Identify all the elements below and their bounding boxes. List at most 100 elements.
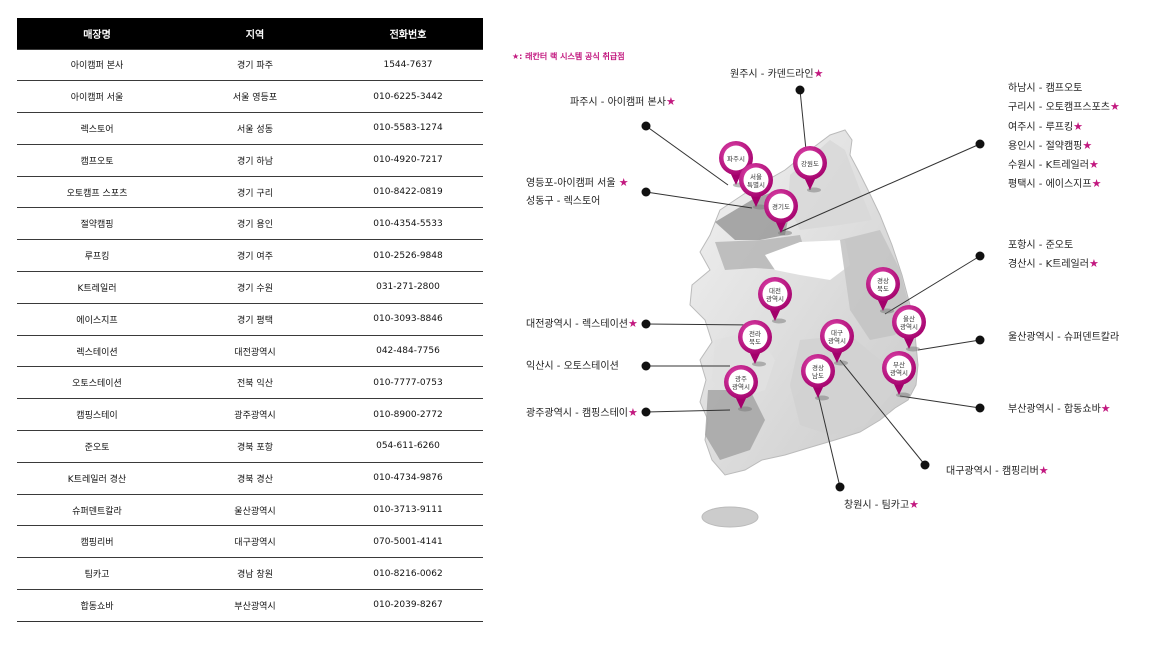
cell-store-name: 캠핑리버 [17,525,177,558]
cell-phone: 070-5001-4141 [333,525,483,558]
leader-lines [645,89,981,488]
star-icon: ★ [1088,257,1099,270]
cell-region: 서울 성동 [177,112,333,145]
map-pin: 경기도 [764,189,798,236]
cell-phone: 010-4354-5533 [333,207,483,240]
pin-label: 북도 [749,338,761,346]
star-icon: ★ [1100,402,1111,415]
star-icon: ★ [1073,119,1084,133]
cell-store-name: 아이캠퍼 서울 [17,80,177,113]
map-pin: 강원도 [793,146,827,193]
cell-phone: 010-4734-9876 [333,461,483,495]
pin-label: 광역시 [890,368,908,377]
cell-store-name: 캠핑스테이 [17,398,177,431]
cell-phone: 010-8422-0819 [333,175,483,208]
cell-region: 경기 구리 [177,175,333,208]
pin-label: 광역시 [766,294,784,303]
label-ulsan: 울산광역시 - 슈퍼덴트칼라 [1008,332,1120,343]
pin-label: 전라 [749,329,761,338]
pin-label: 특별시 [747,180,765,189]
peninsula-shape [689,129,919,528]
star-icon: ★ [627,406,638,419]
cell-region: 경북 경산 [177,461,333,495]
cell-store-name: 합동쇼바 [17,589,177,622]
cell-store-name: 렉스토어 [17,112,177,145]
cell-store-name: 절약캠핑 [17,207,177,240]
cell-phone: 010-2526-9848 [333,239,483,272]
cell-region: 경남 창원 [177,557,333,590]
pin-label: 서울 [750,172,762,181]
map-pin: 대전광역시 [758,277,792,324]
column-header-region: 지역 [177,18,333,49]
cell-phone: 010-2039-8267 [333,589,483,622]
label-gyeonggi: 하남시 - 캠프오토 구리시 - 오토캠프스포츠★ 여주시 - 루프킹★ 용인시… [1008,83,1120,191]
cell-region: 전북 익산 [177,366,333,399]
pin-label: 대구 [831,329,843,337]
pin-label: 북도 [877,285,889,293]
cell-region: 광주광역시 [177,398,333,431]
star-icon: ★ [665,95,676,108]
cell-store-name: 준오토 [17,430,177,463]
cell-phone: 054-611-6260 [333,430,483,463]
cell-phone: 010-5583-1274 [333,112,483,145]
pin-label: 남도 [812,371,824,380]
label-gyeongbuk: 포항시 - 준오토 경산시 - K트레일러★ [1008,240,1099,270]
cell-region: 경기 평택 [177,302,333,336]
label-seoul: 영등포-아이캠퍼 서울 ★ 성동구 - 렉스토어 [526,176,629,208]
cell-region: 대구광역시 [177,525,333,558]
cell-region: 경기 여주 [177,239,333,272]
cell-phone: 010-4920-7217 [333,143,483,177]
cell-store-name: 팀카고 [17,557,177,590]
cell-store-name: 오토스테이션 [17,366,177,399]
cell-region: 서울 영등포 [177,80,333,113]
cell-phone: 031-271-2800 [333,271,483,304]
star-icon: ★ [1082,138,1093,152]
pin-label: 대전 [769,286,781,295]
pin-label: 경상 [812,363,824,372]
pin-label: 광역시 [828,336,846,345]
table-header-row: 매장명 지역 전화번호 [17,18,483,49]
pin-label: 강원도 [801,159,819,168]
star-icon: ★ [909,498,920,511]
cell-region: 경기 하남 [177,143,333,177]
cell-store-name: K트레일러 경산 [17,461,177,495]
cell-store-name: 캠프오토 [17,143,177,177]
star-icon: ★ [618,176,629,189]
cell-region: 울산광역시 [177,493,333,526]
cell-phone: 010-6225-3442 [333,80,483,113]
label-daejeon: 대전광역시 - 렉스테이션★ [526,317,638,331]
label-wonju: 원주시 - 카덴드라인★ [730,67,824,81]
label-changwon: 창원시 - 팀카고★ [844,498,920,512]
cell-region: 경기 용인 [177,207,333,240]
cell-store-name: 아이캠퍼 본사 [17,48,177,81]
cell-phone: 1544-7637 [333,48,483,81]
pin-label: 광역시 [732,382,750,391]
pin-label: 광주 [735,375,747,383]
cell-phone: 010-8900-2772 [333,398,483,431]
cell-phone: 010-7777-0753 [333,366,483,399]
map-pin: 대구광역시 [820,319,854,366]
label-paju: 파주시 - 아이캠퍼 본사★ [570,95,676,109]
pin-label: 광역시 [900,322,918,331]
map-pin: 광주광역시 [724,365,758,412]
legend-text: ★: 래칸터 랙 시스템 공식 취급점 [512,52,625,61]
star-icon: ★ [627,317,638,330]
pin-label: 부산 [893,360,905,369]
pin-label: 경기도 [772,202,790,211]
